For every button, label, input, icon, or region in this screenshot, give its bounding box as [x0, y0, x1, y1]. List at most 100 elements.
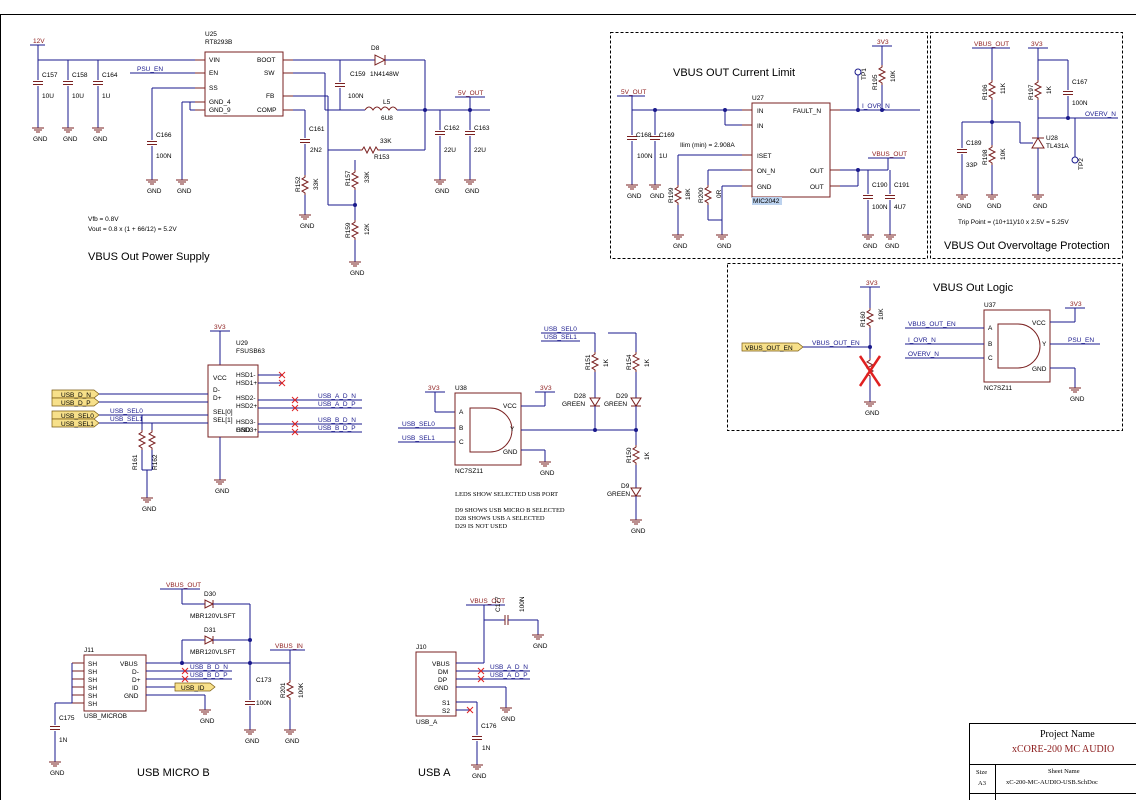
l5-ref: L5 [383, 99, 391, 106]
svg-text:U29: U29 [236, 340, 248, 347]
svg-text:R157: R157 [345, 170, 352, 186]
svg-text:GND: GND [147, 188, 162, 195]
svg-text:10K: 10K [878, 308, 885, 320]
c164-val: 1U [102, 93, 111, 100]
svg-text:GND: GND [957, 203, 972, 210]
svg-text:USB_SEL0: USB_SEL0 [110, 408, 143, 415]
svg-text:D9: D9 [621, 483, 630, 490]
svg-text:R159: R159 [345, 222, 352, 238]
svg-text:3V3: 3V3 [1070, 301, 1082, 308]
svg-text:USB_ID: USB_ID [181, 685, 205, 692]
svg-text:C189: C189 [966, 140, 982, 147]
svg-text:100N: 100N [519, 596, 526, 612]
svg-text:S1: S1 [442, 700, 450, 707]
svg-text:DP: DP [438, 677, 447, 684]
svg-text:USB_SEL1: USB_SEL1 [61, 421, 94, 428]
svg-text:HSD2+: HSD2+ [236, 403, 257, 410]
svg-text:FSUSB63: FSUSB63 [236, 348, 265, 355]
vout-note: Vout = 0.8 x (1 + 66/12) = 5.2V [88, 226, 177, 233]
svg-text:A: A [988, 325, 993, 332]
svg-text:MBR120VLSFT: MBR120VLSFT [190, 649, 236, 656]
c166-ref: C166 [156, 132, 172, 139]
svg-text:GND_9: GND_9 [209, 107, 231, 114]
svg-text:C162: C162 [444, 125, 460, 132]
d31-diode [204, 635, 215, 645]
svg-text:IN: IN [757, 108, 764, 115]
svg-text:18K: 18K [685, 188, 692, 200]
svg-text:GND: GND [434, 685, 449, 692]
l5-val: 6U8 [381, 115, 393, 122]
svg-text:ISET: ISET [757, 153, 771, 160]
svg-text:R153: R153 [374, 154, 390, 161]
svg-text:USB_B_D_P: USB_B_D_P [318, 425, 356, 432]
svg-text:OUT: OUT [810, 168, 824, 175]
svg-text:GND: GND [33, 136, 48, 143]
svg-text:HSD3+: HSD3+ [236, 427, 257, 434]
svg-text:GND: GND [300, 223, 315, 230]
svg-text:C173: C173 [256, 677, 272, 684]
svg-text:R198: R198 [982, 149, 989, 165]
svg-text:GND: GND [177, 188, 192, 195]
svg-text:0R: 0R [716, 189, 723, 198]
svg-text:1K: 1K [644, 358, 651, 367]
svg-text:USB_SEL0: USB_SEL0 [402, 421, 435, 428]
svg-text:SS: SS [209, 85, 218, 92]
svg-text:USB_SEL1: USB_SEL1 [110, 416, 143, 423]
svg-text:I_OVR_N: I_OVR_N [908, 337, 936, 344]
svg-text:R195: R195 [872, 74, 879, 90]
size-value: A3 [978, 780, 986, 787]
svg-text:R152: R152 [295, 176, 302, 192]
svg-text:FAULT_N: FAULT_N [793, 108, 821, 115]
u38-logic-gate [454, 392, 522, 466]
svg-text:1U: 1U [659, 153, 668, 160]
svg-text:12K: 12K [364, 223, 371, 235]
trip-note: Trip Point = (10+11)/10 x 2.5V = 5.25V [958, 219, 1069, 226]
port-vbus-out-en [741, 342, 804, 352]
svg-text:GND: GND [63, 136, 78, 143]
svg-text:GND: GND [717, 243, 732, 250]
svg-text:C191: C191 [894, 182, 910, 189]
c166-val: 100N [156, 153, 172, 160]
svg-text:VBUS_OUT_EN: VBUS_OUT_EN [908, 321, 956, 328]
svg-text:TP2: TP2 [1078, 158, 1085, 170]
svg-text:SH: SH [88, 677, 97, 684]
l5-inductor [364, 106, 398, 111]
svg-text:33K: 33K [313, 178, 320, 190]
svg-text:4U7: 4U7 [894, 204, 906, 211]
svg-text:I_OVR_N: I_OVR_N [862, 103, 890, 110]
svg-text:S2: S2 [442, 708, 450, 715]
svg-text:D29: D29 [616, 393, 628, 400]
svg-text:GND: GND [472, 773, 487, 780]
svg-text:VBUS_IN: VBUS_IN [275, 643, 303, 650]
led-section: 3V3 U38 NC7SZ11 A B C VCC Y GND USB_SEL0… [398, 326, 651, 535]
svg-text:USB_A_D_P: USB_A_D_P [318, 401, 356, 408]
svg-text:10K: 10K [1000, 148, 1007, 160]
svg-text:USB_SEL0: USB_SEL0 [544, 326, 577, 333]
svg-text:B: B [988, 341, 992, 348]
port-usb-d-n [51, 389, 100, 399]
svg-text:GND: GND [124, 693, 139, 700]
svg-text:3V3: 3V3 [428, 385, 440, 392]
svg-text:GND: GND [501, 716, 516, 723]
svg-text:R160: R160 [860, 311, 867, 327]
logic-section: VBUS Out Logic VBUS_OUT_EN VBUS_OUT_EN 3… [727, 263, 1123, 431]
svg-text:ID: ID [132, 685, 139, 692]
svg-text:VCC: VCC [503, 403, 517, 410]
leds-note-3: D28 SHOWS USB A SELECTED [455, 515, 545, 522]
svg-text:SH: SH [88, 693, 97, 700]
svg-text:GND: GND [865, 410, 880, 417]
svg-text:VBUS_OUT: VBUS_OUT [470, 598, 505, 605]
current-limit-title: VBUS OUT Current Limit [673, 67, 795, 79]
svg-text:GND: GND [245, 738, 260, 745]
j11-usb-micro-connector [83, 654, 147, 712]
svg-text:USB_A: USB_A [416, 719, 438, 726]
ovp-title: VBUS Out Overvoltage Protection [944, 240, 1110, 252]
svg-text:U27: U27 [752, 95, 764, 102]
svg-text:OVERV_N: OVERV_N [1085, 111, 1116, 118]
svg-text:USB_B_D_P: USB_B_D_P [190, 672, 228, 679]
svg-text:SH: SH [88, 701, 97, 708]
title-block: Project Name xCORE-200 MC AUDIO Size A3 … [969, 723, 1136, 800]
svg-text:3V3: 3V3 [866, 280, 878, 287]
svg-text:100N: 100N [1072, 100, 1088, 107]
project-name: xCORE-200 MC AUDIO [1012, 744, 1114, 755]
